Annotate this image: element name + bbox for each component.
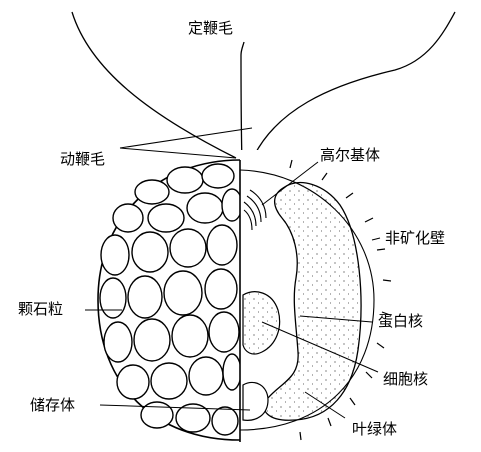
coccolith	[113, 204, 143, 232]
coccolith	[223, 354, 241, 390]
coccolith	[187, 193, 223, 223]
coccolith	[104, 322, 132, 362]
coccolith	[209, 312, 239, 352]
label-chloroplast: 叶绿体	[352, 420, 397, 438]
coccolith	[132, 232, 168, 272]
label-flagella: 动鞭毛	[60, 150, 105, 168]
coccolith	[189, 357, 223, 395]
coccolith	[141, 402, 173, 428]
label-nucleus: 细胞核	[383, 370, 428, 388]
coccolith	[148, 204, 184, 232]
label-wall: 非矿化壁	[385, 229, 445, 247]
label-storage: 储存体	[30, 396, 75, 414]
label-coccolith: 颗石粒	[18, 300, 63, 318]
cutaway-half	[240, 150, 390, 450]
coccolith	[207, 225, 237, 265]
leader-flagella	[120, 128, 252, 158]
coccolith	[172, 315, 208, 357]
coccolith	[202, 164, 234, 188]
coccolith	[222, 189, 242, 221]
coccolith	[164, 271, 202, 315]
coccolith	[205, 269, 237, 309]
coccolith	[170, 229, 206, 267]
flagella-group	[72, 12, 455, 165]
coccolith	[134, 319, 170, 361]
label-pyrenoid: 蛋白核	[378, 312, 423, 330]
coccolith	[101, 235, 129, 275]
coccolith	[212, 407, 238, 435]
haptonema	[241, 42, 244, 165]
label-haptonema: 定鞭毛	[188, 19, 233, 37]
coccolith-layer	[100, 164, 242, 435]
right-flagellum	[252, 12, 455, 160]
coccolith	[151, 363, 187, 399]
coccolith	[100, 278, 126, 318]
label-golgi: 高尔基体	[320, 146, 380, 164]
coccolith	[128, 276, 162, 318]
coccolith	[167, 167, 203, 193]
coccolith	[135, 180, 169, 204]
coccolith	[117, 365, 149, 399]
